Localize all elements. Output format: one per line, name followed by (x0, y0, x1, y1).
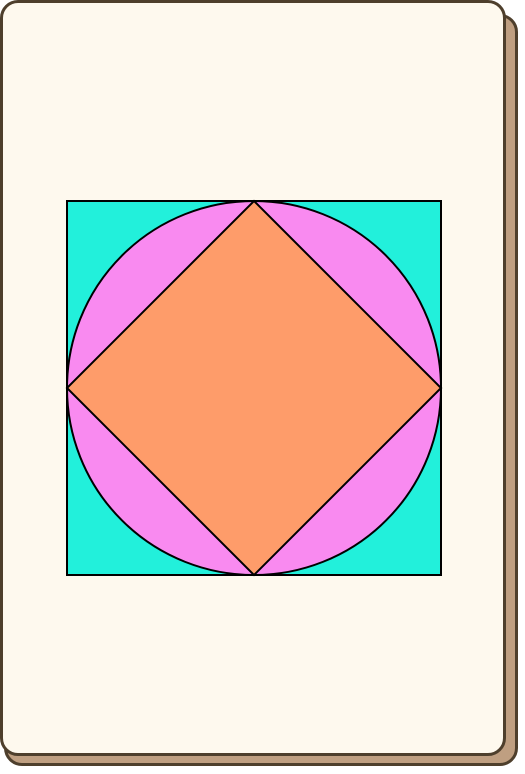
card-figure (65, 199, 443, 577)
playing-card[interactable] (0, 0, 506, 756)
diamond-shape (65, 199, 443, 577)
